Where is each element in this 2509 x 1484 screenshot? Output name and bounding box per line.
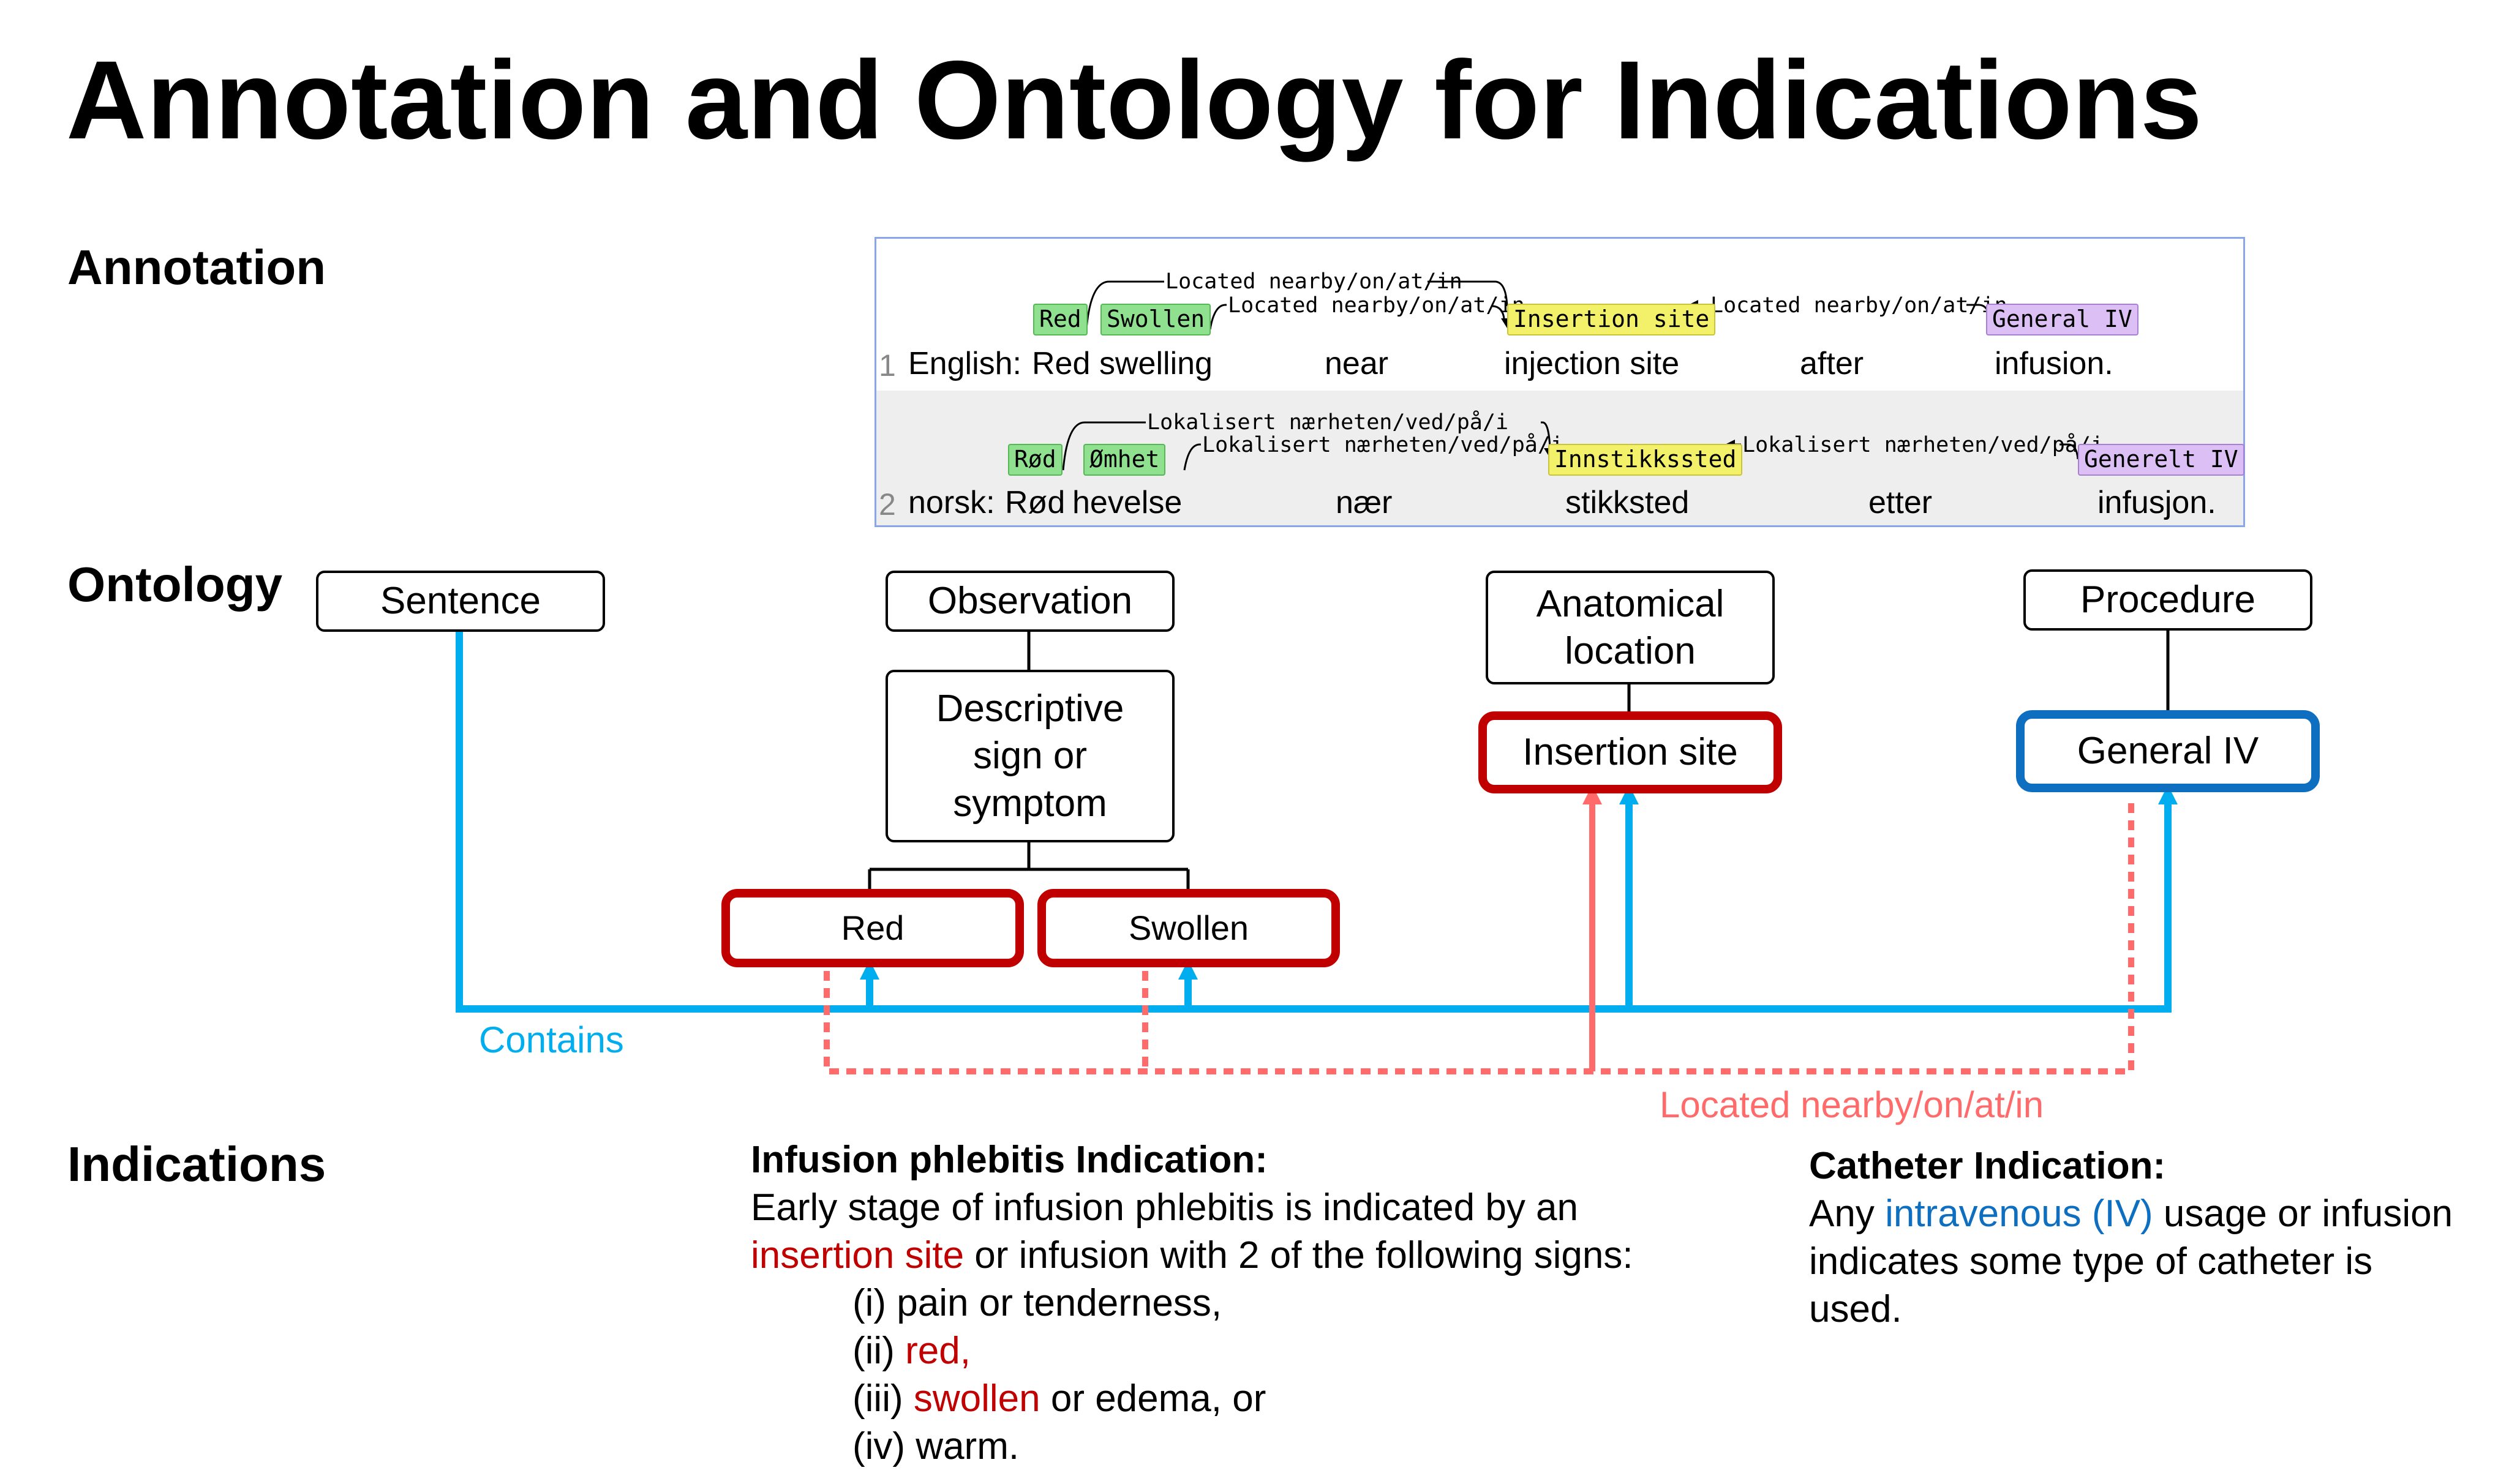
row-1-tag-red[interactable]: Red <box>1033 304 1088 335</box>
phlebitis-item3-prefix: (iii) <box>852 1377 914 1420</box>
row-2-word-6: infusjon. <box>2097 485 2216 520</box>
ontology-swollen-label: Swollen <box>1128 909 1249 947</box>
row-2-word-4: stikksted <box>1565 485 1690 520</box>
row-2-relation-1: Lokalisert nærheten/ved/på/i <box>1147 410 1509 435</box>
ontology-sentence-label: Sentence <box>380 580 541 623</box>
phlebitis-item2: (ii) red, <box>751 1327 1633 1375</box>
row-2-language: norsk: <box>908 485 995 520</box>
phlebitis-item2-red: red, <box>905 1330 971 1372</box>
ontology-general-iv-box[interactable]: General IV <box>2016 710 2320 792</box>
ontology-procedure-label: Procedure <box>2080 579 2256 621</box>
row-2-word-2: hevelse <box>1072 485 1183 520</box>
row-2-number: 2 <box>879 487 896 522</box>
row-1-word-6: infusion. <box>1995 346 2113 381</box>
row-2-word-3: nær <box>1336 485 1393 520</box>
row-1-relation-1: Located nearby/on/at/in <box>1165 269 1462 294</box>
row-1-word-5: after <box>1800 346 1864 381</box>
row-2-word-5: etter <box>1868 485 1933 520</box>
row-2-relation-3: Lokalisert nærheten/ved/på/i <box>1742 433 2104 457</box>
phlebitis-heading: Infusion phlebitis Indication: <box>751 1139 1268 1181</box>
phlebitis-line2-rest: or infusion with 2 of the following sign… <box>964 1234 1633 1276</box>
row-2-tag-innstikkssted[interactable]: Innstikkssted <box>1548 444 1743 476</box>
ontology-general-iv-label: General IV <box>2077 730 2259 773</box>
row-1-tag-swollen[interactable]: Swollen <box>1100 304 1211 335</box>
phlebitis-indication: Infusion phlebitis Indication: Early sta… <box>751 1136 1633 1471</box>
catheter-line1-rest: usage or infusion <box>2153 1193 2453 1235</box>
ontology-insertion-site-label: Insertion site <box>1522 731 1738 774</box>
annotation-panel: Located nearby/on/at/in Located nearby/o… <box>875 237 2245 527</box>
catheter-iv-text: intravenous (IV) <box>1885 1193 2153 1235</box>
contains-label: Contains <box>479 1019 624 1060</box>
located-label: Located nearby/on/at/in <box>1660 1084 2044 1125</box>
catheter-line3: used. <box>1809 1288 1902 1330</box>
row-1-language: English: <box>908 346 1021 381</box>
phlebitis-line2: insertion site or infusion with 2 of the… <box>751 1232 1633 1280</box>
row-2-relation-2: Lokalisert nærheten/ved/på/i <box>1202 433 1564 457</box>
ontology-descriptive-line1: Descriptive <box>936 687 1124 730</box>
row-1-word-4: injection site <box>1504 346 1680 381</box>
row-1-word-3: near <box>1325 346 1389 381</box>
phlebitis-item1: (i) pain or tenderness, <box>852 1282 1222 1324</box>
row-2-word-1: Rød <box>1005 485 1066 520</box>
section-annotation: Annotation <box>67 240 326 294</box>
ontology-observation-box[interactable]: Observation <box>886 571 1175 632</box>
section-indications: Indications <box>67 1137 326 1191</box>
phlebitis-item2-prefix: (ii) <box>852 1330 906 1372</box>
ontology-descriptive-box[interactable]: Descriptive sign or symptom <box>886 670 1175 842</box>
row-1-relation-2: Located nearby/on/at/in <box>1228 293 1525 318</box>
catheter-line1: Any intravenous (IV) usage or infusion <box>1809 1190 2453 1238</box>
catheter-line1-prefix: Any <box>1809 1193 1886 1235</box>
phlebitis-item3-red: swollen <box>913 1377 1040 1420</box>
catheter-indication: Catheter Indication: Any intravenous (IV… <box>1809 1142 2453 1333</box>
row-1-relation-3: Located nearby/on/at/in <box>1710 293 2007 318</box>
row-2-tag-generelt-iv[interactable]: Generelt IV <box>2078 444 2244 476</box>
ontology-insertion-site-box[interactable]: Insertion site <box>1478 711 1782 793</box>
ontology-procedure-box[interactable]: Procedure <box>2023 569 2312 631</box>
row-1-tag-general-iv[interactable]: General IV <box>1986 304 2138 335</box>
row-2-tag-rod[interactable]: Rød <box>1008 444 1063 476</box>
catheter-line2: indicates some type of catheter is <box>1809 1240 2373 1283</box>
row-1-tag-insertion-site[interactable]: Insertion site <box>1507 304 1716 335</box>
row-1-number: 1 <box>879 348 896 383</box>
ontology-anatomical-line1: Anatomical <box>1536 582 1725 625</box>
ontology-anatomical-line2: location <box>1565 630 1696 672</box>
page-title: Annotation and Ontology for Indications <box>66 37 2203 162</box>
catheter-heading: Catheter Indication: <box>1809 1145 2166 1187</box>
row-1-word-1: Red <box>1032 346 1091 381</box>
ontology-anatomical-box[interactable]: Anatomical location <box>1486 571 1775 684</box>
phlebitis-insertion-site-text: insertion site <box>751 1234 965 1276</box>
ontology-sentence-box[interactable]: Sentence <box>316 571 605 632</box>
ontology-observation-label: Observation <box>927 580 1133 623</box>
ontology-descriptive-line3: symptom <box>953 782 1107 825</box>
ontology-red-box[interactable]: Red <box>721 889 1024 967</box>
ontology-swollen-box[interactable]: Swollen <box>1037 889 1340 967</box>
phlebitis-item3: (iii) swollen or edema, or <box>751 1375 1633 1423</box>
section-ontology: Ontology <box>67 557 283 612</box>
phlebitis-item3-rest: or edema, or <box>1040 1377 1266 1420</box>
phlebitis-line1: Early stage of infusion phlebitis is ind… <box>751 1186 1579 1229</box>
phlebitis-item4: (iv) warm. <box>852 1425 1020 1467</box>
ontology-descriptive-line2: sign or <box>972 735 1088 778</box>
row-2-tag-omhet[interactable]: Ømhet <box>1083 444 1166 476</box>
ontology-red-label: Red <box>841 909 905 947</box>
row-1-word-2: swelling <box>1099 346 1213 381</box>
